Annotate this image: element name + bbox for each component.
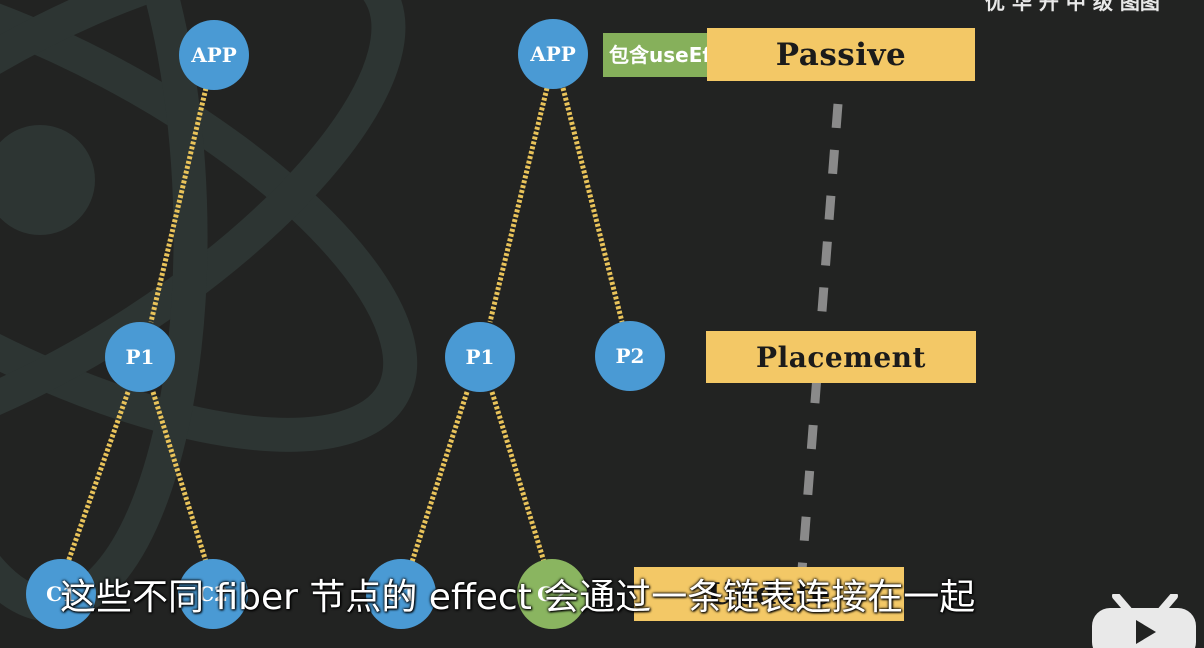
effect-update-box: Update bbox=[634, 567, 904, 621]
node-label: C2 bbox=[537, 582, 567, 606]
tree2-node-c1: C1 bbox=[366, 559, 436, 629]
effect-placement-box: Placement bbox=[706, 331, 976, 383]
edge-app-p1-2 bbox=[487, 87, 550, 323]
effect-passive-box: Passive bbox=[707, 28, 975, 81]
tree2-node-c2: C2 bbox=[517, 559, 587, 629]
tree1-node-c2: C2 bbox=[178, 559, 248, 629]
node-label: P2 bbox=[616, 344, 645, 368]
node-label: C2 bbox=[198, 582, 228, 606]
node-label: P1 bbox=[126, 345, 155, 369]
node-label: P1 bbox=[466, 345, 495, 369]
edge-p1-c1-2 bbox=[408, 391, 470, 566]
edge-p1-c2-2 bbox=[489, 391, 548, 566]
subtitle-caption: 这些不同 fiber 节点的 effect 会通过一条链表连接在一起 bbox=[60, 577, 976, 618]
node-label: APP bbox=[529, 42, 576, 66]
node-label: APP bbox=[190, 43, 237, 67]
tree1-node-c1: C1 bbox=[26, 559, 96, 629]
tree2-node-p2: P2 bbox=[595, 321, 665, 391]
tree2-node-p1: P1 bbox=[445, 322, 515, 392]
edge-app-p1 bbox=[148, 87, 209, 323]
tree2-node-app: APP bbox=[518, 19, 588, 89]
tree1-node-app: APP bbox=[179, 20, 249, 90]
watermark-text: 优 华 开 中 级 图图 bbox=[985, 0, 1160, 12]
node-label: C1 bbox=[386, 582, 416, 606]
use-effect-tag: 包含useEffect bbox=[603, 33, 709, 77]
edge-p1-c2 bbox=[150, 391, 210, 566]
edge-p1-c1 bbox=[64, 391, 131, 566]
video-player-logo-icon bbox=[1092, 594, 1196, 648]
tree1-node-p1: P1 bbox=[105, 322, 175, 392]
node-label: C1 bbox=[46, 582, 76, 606]
edge-app-p2 bbox=[560, 87, 625, 323]
